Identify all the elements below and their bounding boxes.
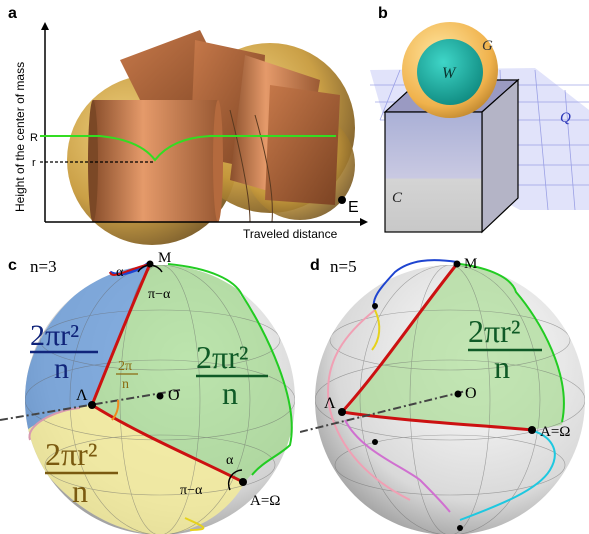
tick-R: R [30, 132, 38, 144]
geodesic-Lambda-A [91, 403, 244, 484]
area-den-green: n [494, 349, 510, 385]
n-label: n=3 [30, 257, 57, 276]
inner-sphere-W [417, 39, 483, 105]
angle-fraction-den: n [122, 377, 129, 392]
panel-c: c n=3 M α π−α Λ O α π−α [0, 250, 295, 534]
boundary-violet [344, 419, 451, 513]
point-A [239, 478, 247, 486]
label-A-Omega: A=Ω [250, 493, 280, 509]
point-M [146, 260, 154, 268]
angle-fraction: 2π n [116, 359, 138, 392]
area-den-blue: n [54, 352, 69, 385]
y-axis-label: Height of the center of mass [13, 62, 27, 212]
label-alpha-bottom: α [226, 453, 234, 468]
point-left-upper [372, 303, 378, 309]
geodesic-M-Lambda [90, 263, 152, 406]
boundary-pink [327, 309, 411, 501]
panel-b: b G W Q C [370, 5, 589, 234]
label-O: O [465, 385, 477, 402]
label-M: M [464, 256, 477, 272]
point-Lambda [88, 401, 96, 409]
boundary-pink [28, 407, 81, 441]
region-yellow [25, 405, 245, 534]
region-green [345, 265, 564, 430]
point-bottom [457, 525, 463, 531]
rolling-prism-illustration [67, 30, 355, 245]
panel-letter: d [310, 257, 320, 274]
label-M: M [158, 250, 171, 266]
center-of-mass-curve [40, 135, 336, 162]
symmetry-axis [300, 389, 471, 433]
panel-letter: c [8, 257, 17, 274]
label-O: O [168, 387, 180, 404]
boundary-yellow [371, 309, 381, 351]
boundary-yellow [184, 517, 205, 531]
point-O [454, 390, 462, 398]
label-A-Omega: A=Ω [540, 424, 570, 440]
area-num-green: 2πr² [468, 313, 520, 349]
boundary-cyan [459, 429, 556, 521]
point-A [528, 426, 536, 434]
angle-fraction-num: 2π [118, 359, 132, 374]
label-lambda: Λ [76, 387, 88, 404]
label-lambda: Λ [324, 395, 336, 412]
area-fraction-yellow: 2πr² n [45, 436, 118, 509]
area-num-yellow: 2πr² [45, 436, 97, 472]
angle-arc [111, 399, 120, 421]
label-pi-minus-alpha-top: π−α [148, 287, 171, 302]
region-green [90, 265, 292, 482]
area-num-blue: 2πr² [30, 319, 79, 352]
area-den-green: n [222, 375, 238, 411]
boundary-green [459, 263, 565, 423]
panel-d: d n=5 M Λ O A=Ω 2πr² n [300, 256, 585, 534]
area-num-green: 2πr² [196, 339, 248, 375]
area-fraction-blue: 2πr² n [30, 319, 98, 385]
area-fraction-green: 2πr² n [196, 339, 268, 411]
panel-letter: a [8, 5, 17, 22]
region-blue [25, 265, 150, 435]
point-M [453, 260, 461, 268]
angle-arc-A [227, 469, 243, 491]
label-alpha-top: α [116, 265, 124, 280]
area-den-yellow: n [72, 473, 88, 509]
tick-r: r [32, 157, 36, 169]
geodesic-M-Lambda [340, 263, 459, 414]
axes [41, 22, 368, 226]
end-label: E [348, 199, 359, 216]
area-fraction-green: 2πr² n [468, 313, 542, 385]
x-axis-label: Traveled distance [243, 227, 338, 241]
panel-a: a Height of the center of mass Traveled … [8, 5, 368, 245]
n-label: n=5 [330, 257, 357, 276]
angle-arc-M [137, 264, 163, 273]
boundary-green [167, 263, 293, 476]
label-Q: Q [560, 110, 571, 126]
panel-letter: b [378, 5, 388, 22]
label-pi-minus-alpha-bottom: π−α [180, 483, 203, 498]
label-C: C [392, 190, 403, 206]
label-W: W [442, 65, 457, 82]
boundary-blue [372, 259, 458, 311]
label-G: G [482, 38, 493, 54]
end-point-marker [338, 196, 346, 204]
point-Lambda [338, 408, 346, 416]
point-O [156, 392, 164, 400]
point-left-lower [372, 439, 378, 445]
